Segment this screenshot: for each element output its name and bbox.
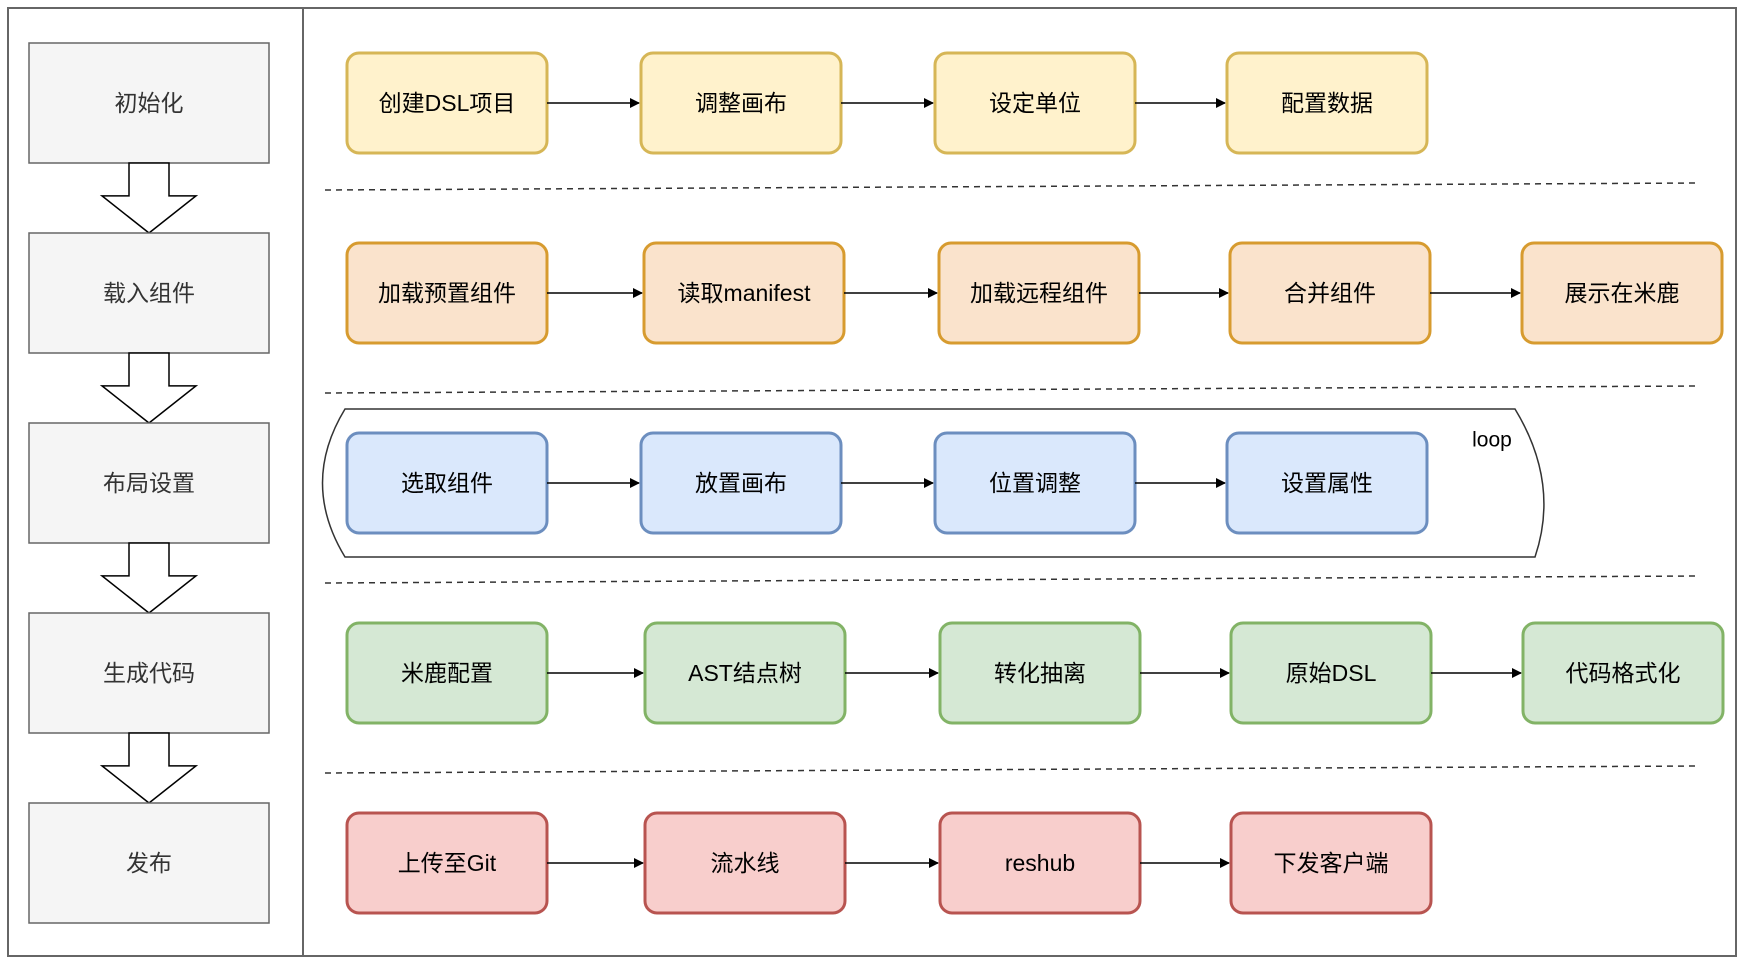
process-step-label: 转化抽离: [994, 660, 1086, 686]
process-step: 原始DSL: [1229, 621, 1433, 725]
process-step-label: 创建DSL项目: [379, 90, 516, 116]
process-step-label: 位置调整: [989, 470, 1081, 496]
process-step: 加载远程组件: [937, 241, 1141, 345]
process-step-shape: [1229, 811, 1433, 915]
process-step: 创建DSL项目: [345, 51, 549, 155]
block-arrow-down: [99, 352, 199, 424]
row-separator: [324, 182, 1701, 191]
process-step-label: 代码格式化: [1566, 660, 1681, 686]
stage-label: 布局设置: [103, 470, 195, 496]
process-step: 调整画布: [639, 51, 843, 155]
process-step-label: 米鹿配置: [401, 660, 493, 686]
stage-label: 载入组件: [103, 280, 195, 306]
process-step-label: 加载远程组件: [970, 280, 1108, 306]
process-step-label: 下发客户端: [1274, 850, 1389, 876]
stage-box: 生成代码: [28, 612, 270, 734]
process-step-shape: [1225, 51, 1429, 155]
process-step: 位置调整: [933, 431, 1137, 535]
loop-container: [321, 408, 1545, 558]
loop-label: loop: [1472, 429, 1512, 452]
stage-box: 载入组件: [28, 232, 270, 354]
process-row: 米鹿配置 AST结点树 转化抽离 原始DSL 代码格式化: [345, 621, 1725, 725]
process-step-label: 原始DSL: [1286, 660, 1377, 686]
process-step: 读取manifest: [642, 241, 846, 345]
process-step-label: 上传至Git: [398, 850, 497, 876]
process-step: 下发客户端: [1229, 811, 1433, 915]
process-step-label: 流水线: [711, 850, 780, 876]
process-step-shape: [1521, 621, 1725, 725]
row-separator: [324, 385, 1701, 394]
process-step: 上传至Git: [345, 811, 549, 915]
process-step-shape: [1520, 241, 1724, 345]
process-step: 合并组件: [1228, 241, 1432, 345]
row-separator: [324, 765, 1701, 774]
block-arrow-down: [99, 542, 199, 614]
process-row: 选取组件 放置画布 位置调整 设置属性: [345, 431, 1429, 535]
stage-box: 初始化: [28, 42, 270, 164]
process-step-shape: [1225, 431, 1429, 535]
process-step: 代码格式化: [1521, 621, 1725, 725]
stage-label: 发布: [126, 850, 172, 876]
process-step-label: 放置画布: [695, 470, 787, 496]
process-step-label: 加载预置组件: [378, 280, 516, 306]
row-separator: [324, 575, 1701, 584]
process-step: 展示在米鹿: [1520, 241, 1724, 345]
stage-box: 布局设置: [28, 422, 270, 544]
process-step-label: 设置属性: [1281, 470, 1373, 496]
process-step-label: 配置数据: [1281, 90, 1373, 116]
process-row: 上传至Git 流水线 reshub 下发客户端: [345, 811, 1433, 915]
process-step-label: 合并组件: [1284, 280, 1376, 306]
process-step: 设定单位: [933, 51, 1137, 155]
process-row: 创建DSL项目 调整画布 设定单位 配置数据: [345, 51, 1429, 155]
process-step-label: reshub: [1005, 850, 1075, 876]
process-step-label: 调整画布: [695, 90, 787, 116]
process-step-label: 展示在米鹿: [1565, 280, 1680, 306]
stage-label: 生成代码: [103, 660, 195, 686]
process-step-label: AST结点树: [688, 660, 802, 686]
stage-box-shape: [28, 232, 270, 354]
process-step: 设置属性: [1225, 431, 1429, 535]
process-step: 配置数据: [1225, 51, 1429, 155]
process-step: 加载预置组件: [345, 241, 549, 345]
stage-box-shape: [28, 422, 270, 544]
stage-box-shape: [28, 802, 270, 924]
process-row: 加载预置组件 读取manifest 加载远程组件 合并组件 展示在米鹿: [345, 241, 1724, 345]
block-arrow-down: [99, 732, 199, 804]
stage-box-shape: [28, 42, 270, 164]
process-step: 放置画布: [639, 431, 843, 535]
process-step-label: 选取组件: [401, 470, 493, 496]
block-arrow-down: [99, 162, 199, 234]
stage-box: 发布: [28, 802, 270, 924]
process-step: 米鹿配置: [345, 621, 549, 725]
process-step-label: 读取manifest: [678, 280, 812, 306]
process-step-label: 设定单位: [989, 90, 1081, 116]
process-step: reshub: [938, 811, 1142, 915]
row-separators: [324, 182, 1701, 774]
outer-frame: [7, 7, 1737, 957]
process-step: AST结点树: [643, 621, 847, 725]
stage-box-shape: [28, 612, 270, 734]
loop-group: loop: [321, 408, 1545, 558]
process-step: 转化抽离: [938, 621, 1142, 725]
process-step: 选取组件: [345, 431, 549, 535]
process-step: 流水线: [643, 811, 847, 915]
stage-label: 初始化: [115, 90, 184, 116]
